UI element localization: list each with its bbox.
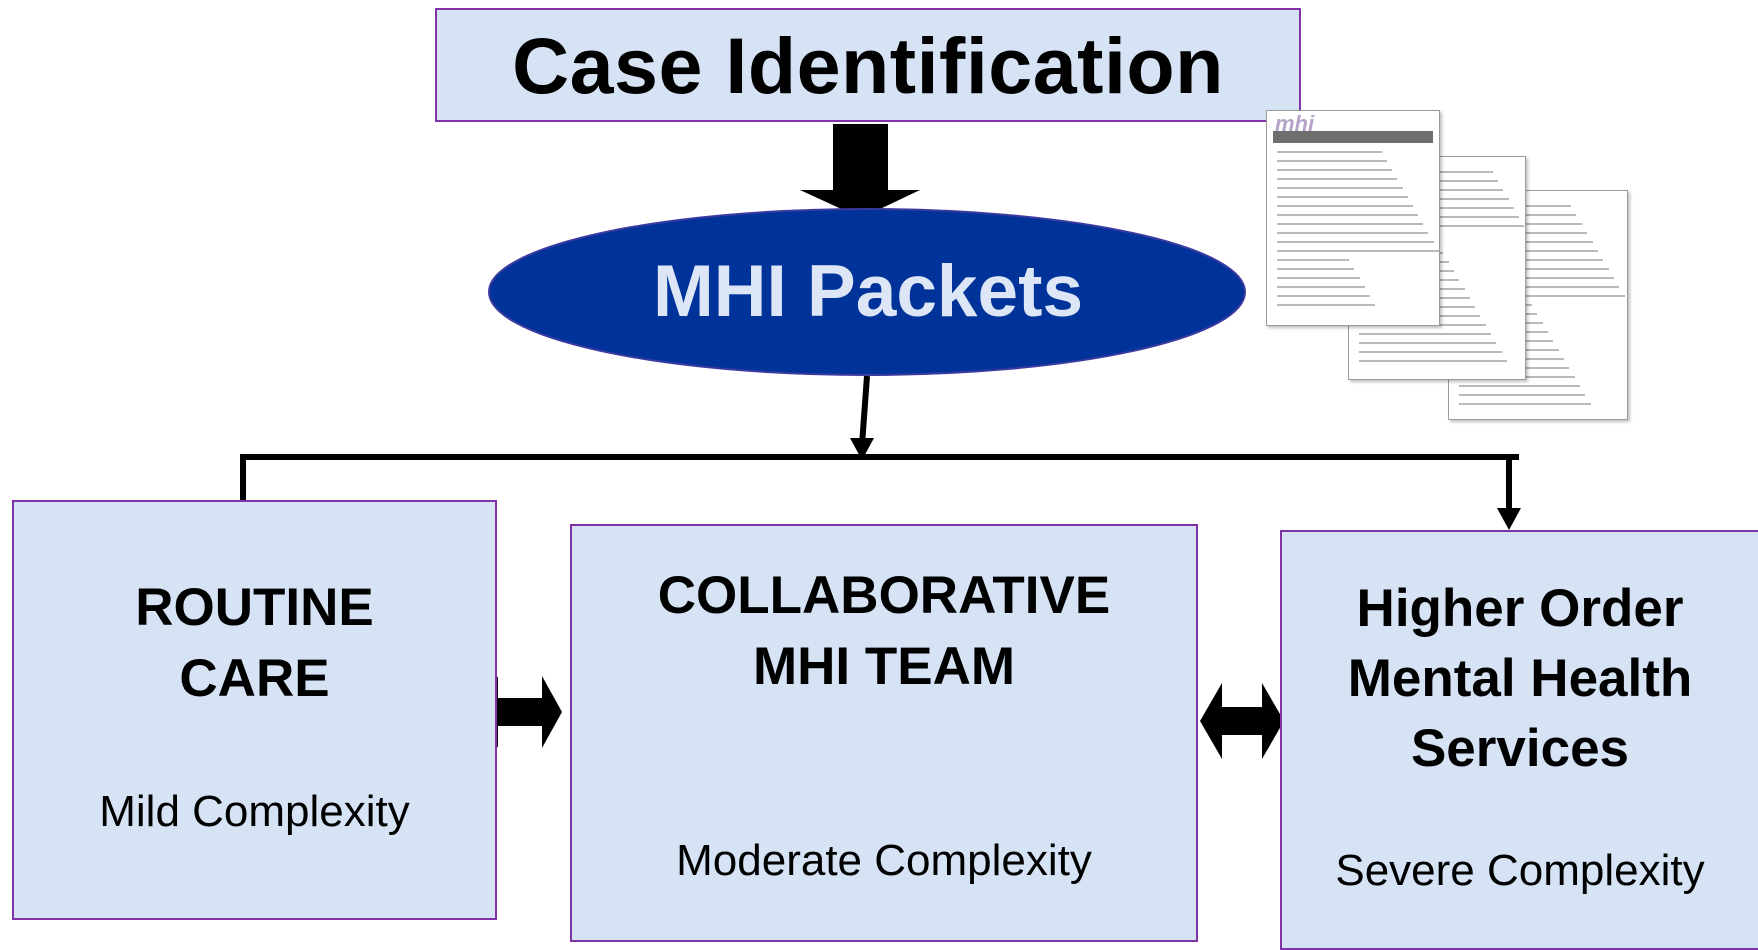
collaborative-team-title: COLLABORATIVE MHI TEAM bbox=[657, 566, 1111, 696]
document-thumbnail-primary-guide: mhi bbox=[1266, 110, 1440, 326]
document-text-line bbox=[1359, 225, 1525, 227]
higher-order-services-title: Higher Order Mental Health Services bbox=[1347, 579, 1693, 778]
document-text-line bbox=[1277, 268, 1355, 270]
document-text-line bbox=[1459, 394, 1586, 396]
document-text-line bbox=[1277, 187, 1403, 189]
document-text-line bbox=[1459, 286, 1620, 288]
document-text-line bbox=[1277, 196, 1408, 198]
higher-order-services-subtitle: Severe Complexity bbox=[1335, 846, 1705, 895]
document-text-line bbox=[1459, 385, 1581, 387]
routine-care-box: ROUTINE CARE Mild Complexity bbox=[12, 500, 497, 920]
document-text-line bbox=[1459, 295, 1625, 297]
document-text-line bbox=[1359, 351, 1502, 353]
mhi-packets-label: MHI Packets bbox=[652, 251, 1084, 332]
document-text-line bbox=[1277, 205, 1413, 207]
document-banner bbox=[1273, 131, 1433, 143]
routine-care-title: ROUTINE CARE bbox=[135, 578, 374, 708]
stem-line bbox=[859, 375, 870, 446]
double-arrow-icon bbox=[1200, 683, 1284, 759]
document-text-line bbox=[1277, 286, 1365, 288]
document-text-line bbox=[1277, 277, 1360, 279]
document-thumbnails: mhi bbox=[1266, 110, 1628, 420]
document-text-line bbox=[1359, 360, 1507, 362]
document-text-line bbox=[1277, 259, 1350, 261]
collaborative-team-box: COLLABORATIVE MHI TEAM Moderate Complexi… bbox=[570, 524, 1198, 942]
document-text-line bbox=[1277, 295, 1370, 297]
case-identification-title: Case Identification bbox=[512, 20, 1224, 110]
document-text-line bbox=[1277, 214, 1419, 216]
document-text-line bbox=[1277, 241, 1434, 243]
document-text-line bbox=[1359, 333, 1491, 335]
routine-care-subtitle: Mild Complexity bbox=[99, 787, 410, 836]
document-text-line bbox=[1459, 277, 1614, 279]
block-arrow-down bbox=[800, 124, 920, 218]
case-identification-box: Case Identification bbox=[435, 8, 1301, 122]
document-text-line bbox=[1277, 178, 1398, 180]
document-text-line bbox=[1277, 304, 1376, 306]
document-text-line bbox=[1277, 160, 1388, 162]
document-text-line bbox=[1459, 250, 1598, 252]
higher-order-services-box: Higher Order Mental Health Services Seve… bbox=[1280, 530, 1758, 950]
document-text-line bbox=[1459, 268, 1609, 270]
double-arrow-icon bbox=[478, 676, 562, 748]
document-text-line bbox=[1277, 223, 1424, 225]
document-text-line bbox=[1277, 232, 1429, 234]
document-text-line bbox=[1277, 169, 1393, 171]
document-text-line bbox=[1277, 151, 1382, 153]
document-text-line bbox=[1459, 403, 1591, 405]
document-text-line bbox=[1359, 342, 1497, 344]
document-text-line bbox=[1459, 259, 1604, 261]
stem-arrowhead bbox=[850, 438, 874, 460]
document-text-line bbox=[1277, 250, 1439, 252]
collaborative-team-subtitle: Moderate Complexity bbox=[676, 836, 1092, 885]
right-drop-arrowhead bbox=[1497, 508, 1521, 530]
